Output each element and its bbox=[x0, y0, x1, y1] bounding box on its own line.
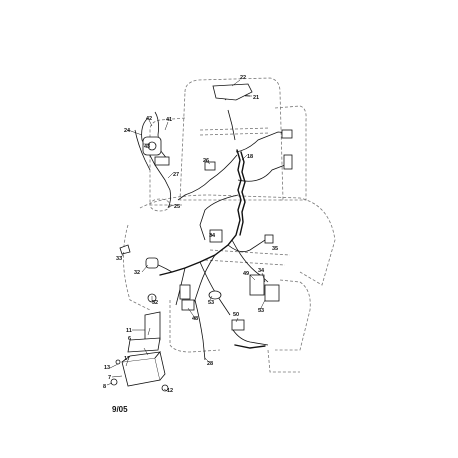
clip-33 bbox=[119, 244, 131, 255]
connector-a bbox=[281, 129, 293, 139]
callout-17: 17 bbox=[124, 356, 130, 362]
callout-11: 11 bbox=[126, 328, 132, 334]
callout-18: 18 bbox=[247, 154, 253, 160]
battery-hold-plate bbox=[127, 337, 161, 353]
callout-42: 42 bbox=[146, 116, 152, 122]
callout-12: 12 bbox=[167, 388, 173, 394]
callout-50: 50 bbox=[233, 312, 239, 318]
callout-24: 24 bbox=[124, 128, 131, 134]
callout-32: 32 bbox=[134, 270, 140, 276]
callout-28: 28 bbox=[207, 361, 213, 367]
callout-49: 49 bbox=[243, 271, 249, 277]
callout-26: 26 bbox=[203, 158, 209, 164]
callout-48: 48 bbox=[192, 316, 198, 322]
module bbox=[264, 284, 280, 302]
connector-d bbox=[264, 234, 274, 244]
callout-43: 43 bbox=[144, 144, 150, 150]
tractor-frame-outline bbox=[123, 77, 336, 373]
callout-13: 13 bbox=[104, 365, 110, 371]
headlight-plug bbox=[145, 257, 159, 269]
callout-52: 52 bbox=[152, 300, 158, 306]
connector-c bbox=[204, 161, 216, 171]
battery-bracket bbox=[144, 311, 161, 343]
revision-date-label: 9/05 bbox=[112, 405, 128, 414]
callout-25: 25 bbox=[174, 204, 180, 210]
seat-switch bbox=[181, 299, 195, 311]
bulb bbox=[208, 290, 222, 300]
callout-35: 35 bbox=[272, 246, 278, 252]
relay bbox=[209, 229, 223, 243]
callout-8: 8 bbox=[103, 384, 106, 390]
callout-41: 41 bbox=[166, 117, 172, 123]
callout-33: 33 bbox=[116, 256, 122, 262]
battery bbox=[121, 357, 161, 387]
callout-6: 6 bbox=[128, 336, 131, 342]
leader-lines bbox=[106, 79, 266, 392]
callout-7: 7 bbox=[108, 375, 111, 381]
callout-21: 21 bbox=[253, 95, 259, 101]
switch-bracket bbox=[154, 156, 170, 166]
callout-labels: 22 21 24 42 41 43 18 26 27 25 34 33 32 4… bbox=[103, 75, 278, 394]
switch-e bbox=[231, 319, 245, 331]
callout-27: 27 bbox=[173, 172, 179, 178]
top-bracket bbox=[212, 83, 253, 101]
solenoid bbox=[249, 274, 265, 296]
fuse-block bbox=[179, 284, 191, 300]
callout-22: 22 bbox=[240, 75, 246, 81]
callout-34-b: 34 bbox=[258, 268, 265, 274]
left-wiring bbox=[134, 111, 269, 361]
callout-34: 34 bbox=[209, 233, 216, 239]
callout-53-b: 53 bbox=[258, 308, 264, 314]
callout-53: 53 bbox=[208, 300, 214, 306]
connector-b bbox=[283, 154, 293, 170]
